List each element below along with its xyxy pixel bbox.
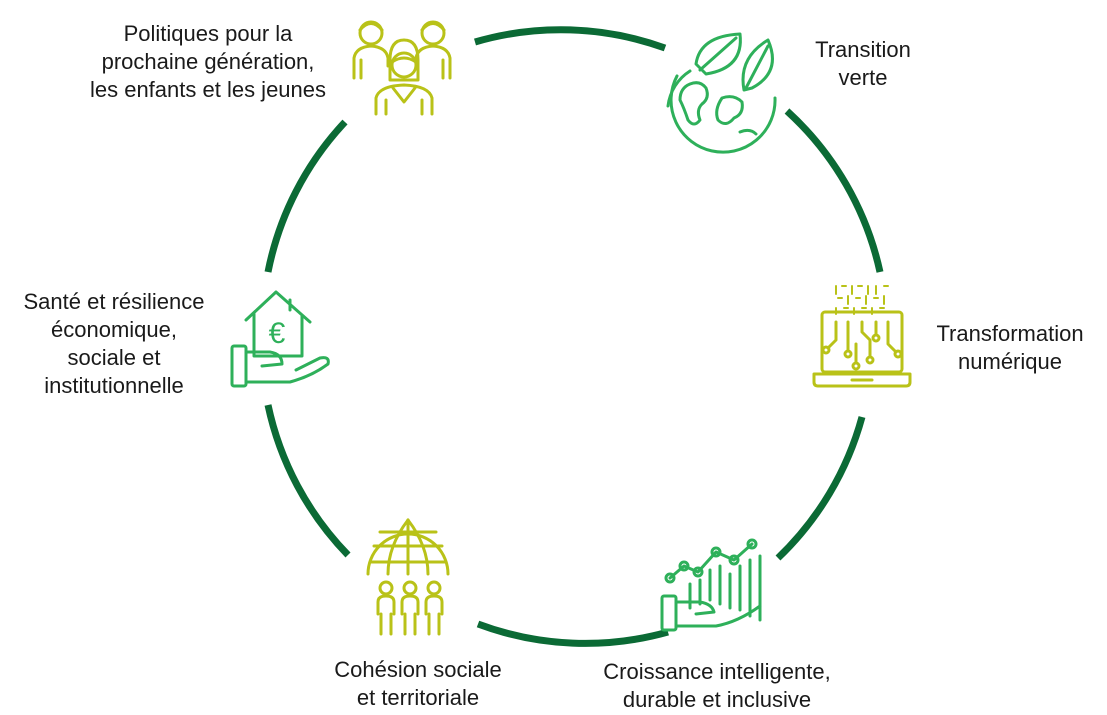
label-digital-transformation: Transformation numérique <box>922 320 1098 376</box>
label-health-resilience: Santé et résilience économique, sociale … <box>6 288 222 400</box>
label-line: Santé et résilience <box>23 289 205 314</box>
label-line: prochaine génération, <box>101 49 315 74</box>
euro-symbol: € <box>269 317 286 350</box>
family-group-icon <box>352 20 452 116</box>
label-smart-growth: Croissance intelligente, durable et incl… <box>572 658 862 714</box>
laptop-circuit-icon <box>812 285 912 388</box>
label-line: Transformation <box>936 321 1084 346</box>
ring-arc-lower-left <box>264 404 351 558</box>
ring-arc-lower-right <box>775 416 866 561</box>
earth-leaf-icon <box>666 32 777 154</box>
globe-people-icon <box>366 518 450 636</box>
label-line: Transition <box>815 37 911 62</box>
label-line: verte <box>838 65 888 90</box>
label-line: Politiques pour la <box>123 21 293 46</box>
ring-arc-top <box>474 26 667 52</box>
label-line: les enfants et les jeunes <box>89 77 327 102</box>
ring-arc-bottom <box>476 620 669 647</box>
label-social-cohesion: Cohésion sociale et territoriale <box>308 656 528 712</box>
ring-arc-upper-right <box>784 108 884 273</box>
label-line: Cohésion sociale <box>334 657 502 682</box>
label-line: sociale et <box>67 345 161 370</box>
hand-growth-chart-icon <box>660 538 762 632</box>
label-line: durable et inclusive <box>622 687 812 712</box>
label-line: Croissance intelligente, <box>603 659 831 684</box>
label-next-generation: Politiques pour la prochaine génération,… <box>86 20 330 104</box>
label-line: économique, <box>51 317 177 342</box>
label-line: numérique <box>958 349 1062 374</box>
label-green-transition: Transition verte <box>788 36 938 92</box>
cycle-ring <box>264 26 884 647</box>
label-line: et territoriale <box>356 685 480 710</box>
ring-arc-upper-left <box>264 119 348 273</box>
label-line: institutionnelle <box>44 373 184 398</box>
hand-house-euro-icon: € <box>230 290 330 388</box>
